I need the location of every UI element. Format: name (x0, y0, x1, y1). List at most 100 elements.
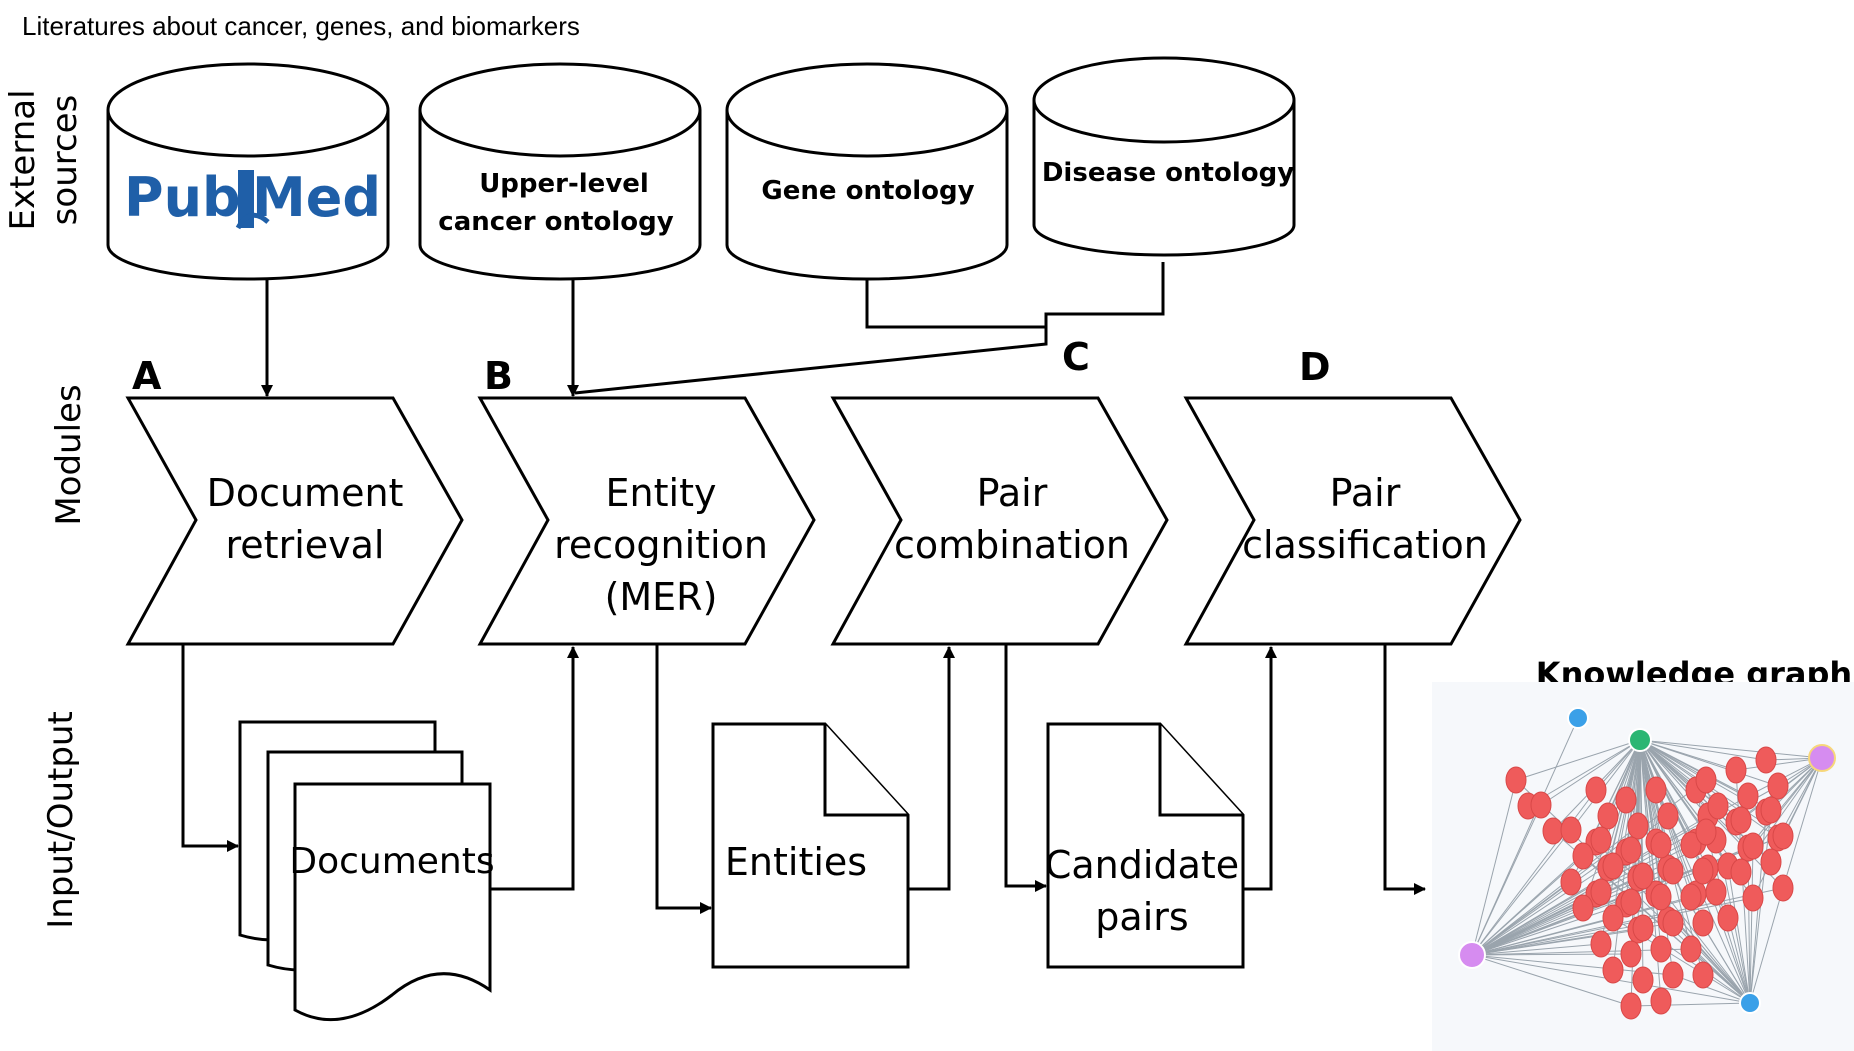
knowledge-graph-node (1692, 909, 1714, 937)
module-document-retrieval: Document retrieval (125, 396, 464, 646)
knowledge-graph-edge (1630, 1002, 1751, 1007)
knowledge-graph-edge (1690, 948, 1751, 1004)
svg-text:Pair: Pair (1330, 471, 1401, 515)
knowledge-graph-edge (1515, 739, 1641, 781)
svg-text:Med: Med (252, 166, 381, 229)
knowledge-graph-node (1650, 883, 1672, 911)
knowledge-graph-node (1602, 852, 1624, 880)
svg-text:Pub: Pub (124, 166, 241, 229)
knowledge-graph-node (1680, 883, 1702, 911)
module-letter-b: B (484, 354, 513, 398)
svg-text:Input/Output: Input/Output (41, 711, 81, 929)
upper-level-cancer-ontology-database (418, 62, 702, 281)
knowledge-graph-node (1620, 992, 1642, 1020)
kg-hub-node-top-blue (1567, 707, 1589, 729)
upper-level-label-2: cancer ontology (438, 207, 673, 237)
module-pair-classification: Pair classification (1183, 396, 1522, 646)
svg-text:Entity: Entity (606, 471, 717, 515)
knowledge-graph-edge (1471, 785, 1779, 956)
knowledge-graph-edge (1471, 779, 1517, 956)
kg-hub-node-right-purple (1808, 744, 1836, 772)
gene-ontology-database (725, 62, 1009, 281)
knowledge-graph-node (1695, 766, 1717, 794)
knowledge-graph-node (1597, 802, 1619, 830)
knowledge-graph-node (1585, 776, 1607, 804)
knowledge-graph-node (1742, 884, 1764, 912)
knowledge-graph-edge (1639, 739, 1742, 873)
knowledge-graph-node (1615, 786, 1637, 814)
knowledge-graph-node (1560, 868, 1582, 896)
knowledge-graph-node (1662, 961, 1684, 989)
gene-ontology-label: Gene ontology (761, 176, 974, 206)
source-connectors (261, 262, 1165, 397)
knowledge-graph-node (1632, 966, 1654, 994)
disease-ontology-database (1032, 56, 1296, 257)
knowledge-graph-node (1662, 909, 1684, 937)
kg-hub-node-green (1628, 728, 1652, 752)
candidate-pairs-label-1: Candidate (1045, 843, 1239, 887)
knowledge-graph-node (1755, 746, 1777, 774)
knowledge-graph-edge (1471, 789, 1597, 956)
knowledge-graph-node (1542, 817, 1564, 845)
knowledge-graph-node (1657, 802, 1679, 830)
knowledge-graph-node (1620, 940, 1642, 968)
knowledge-graph-node (1680, 831, 1702, 859)
knowledge-graph-node (1645, 776, 1667, 804)
knowledge-graph-node (1692, 857, 1714, 885)
svg-text:combination: combination (894, 523, 1130, 567)
knowledge-graph-node (1737, 782, 1759, 810)
flow-connectors (181, 644, 1426, 914)
knowledge-graph-edge (1727, 865, 1751, 1004)
knowledge-graph-edge (1667, 867, 1751, 1004)
upper-level-label-1: Upper-level (479, 169, 649, 199)
knowledge-graph-node (1760, 796, 1782, 824)
kg-hub-node-left-purple (1458, 941, 1486, 969)
knowledge-graph-edge (1752, 757, 1823, 847)
knowledge-graph-edge (1471, 825, 1639, 956)
knowledge-graph-node (1632, 914, 1654, 942)
documents-stack (238, 720, 492, 1022)
knowledge-graph-node (1662, 857, 1684, 885)
svg-text:(MER): (MER) (605, 575, 718, 619)
pubmed-logo: Pub Med (124, 166, 381, 230)
disease-ontology-label: Disease ontology (1042, 158, 1294, 188)
knowledge-graph-node (1772, 874, 1794, 902)
knowledge-graph-edge (1639, 739, 1823, 759)
knowledge-graph-edge (1672, 974, 1751, 1004)
row-label-modules: Modules (49, 384, 89, 525)
module-entity-recognition: Entity recognition (MER) (477, 396, 816, 646)
knowledge-graph-edge (1471, 717, 1579, 956)
module-letter-a: A (132, 354, 162, 398)
svg-text:sources: sources (45, 95, 85, 226)
documents-label: Documents (289, 841, 494, 882)
module-pair-combination: Pair combination (830, 396, 1169, 646)
module-letter-d: D (1299, 345, 1331, 389)
knowledge-graph-node (1620, 888, 1642, 916)
knowledge-graph-node (1620, 836, 1642, 864)
knowledge-graph-node (1730, 858, 1752, 886)
svg-text:Document: Document (207, 471, 404, 515)
knowledge-graph-edge (1540, 739, 1641, 806)
knowledge-graph-node (1505, 766, 1527, 794)
knowledge-graph-edge (1782, 757, 1823, 889)
knowledge-graph-edge (1639, 739, 1767, 761)
knowledge-graph-edge (1471, 829, 1572, 956)
knowledge-graph-node (1692, 961, 1714, 989)
row-label-external-sources: External sources (3, 89, 85, 230)
entities-label: Entities (725, 840, 867, 884)
knowledge-graph-node (1590, 878, 1612, 906)
knowledge-graph-nodes (1458, 707, 1836, 1020)
knowledge-graph-node (1572, 894, 1594, 922)
knowledge-graph-node (1705, 878, 1727, 906)
knowledge-graph-edge (1735, 757, 1823, 771)
knowledge-graph-node (1602, 904, 1624, 932)
knowledge-graph-node (1650, 831, 1672, 859)
knowledge-graph-node (1730, 806, 1752, 834)
knowledge-graph-edge (1612, 739, 1641, 919)
knowledge-graph-node (1717, 904, 1739, 932)
knowledge-graph-edge (1471, 891, 1717, 956)
svg-text:recognition: recognition (554, 523, 768, 567)
knowledge-graph-node (1767, 772, 1789, 800)
knowledge-graph-node (1725, 756, 1747, 784)
